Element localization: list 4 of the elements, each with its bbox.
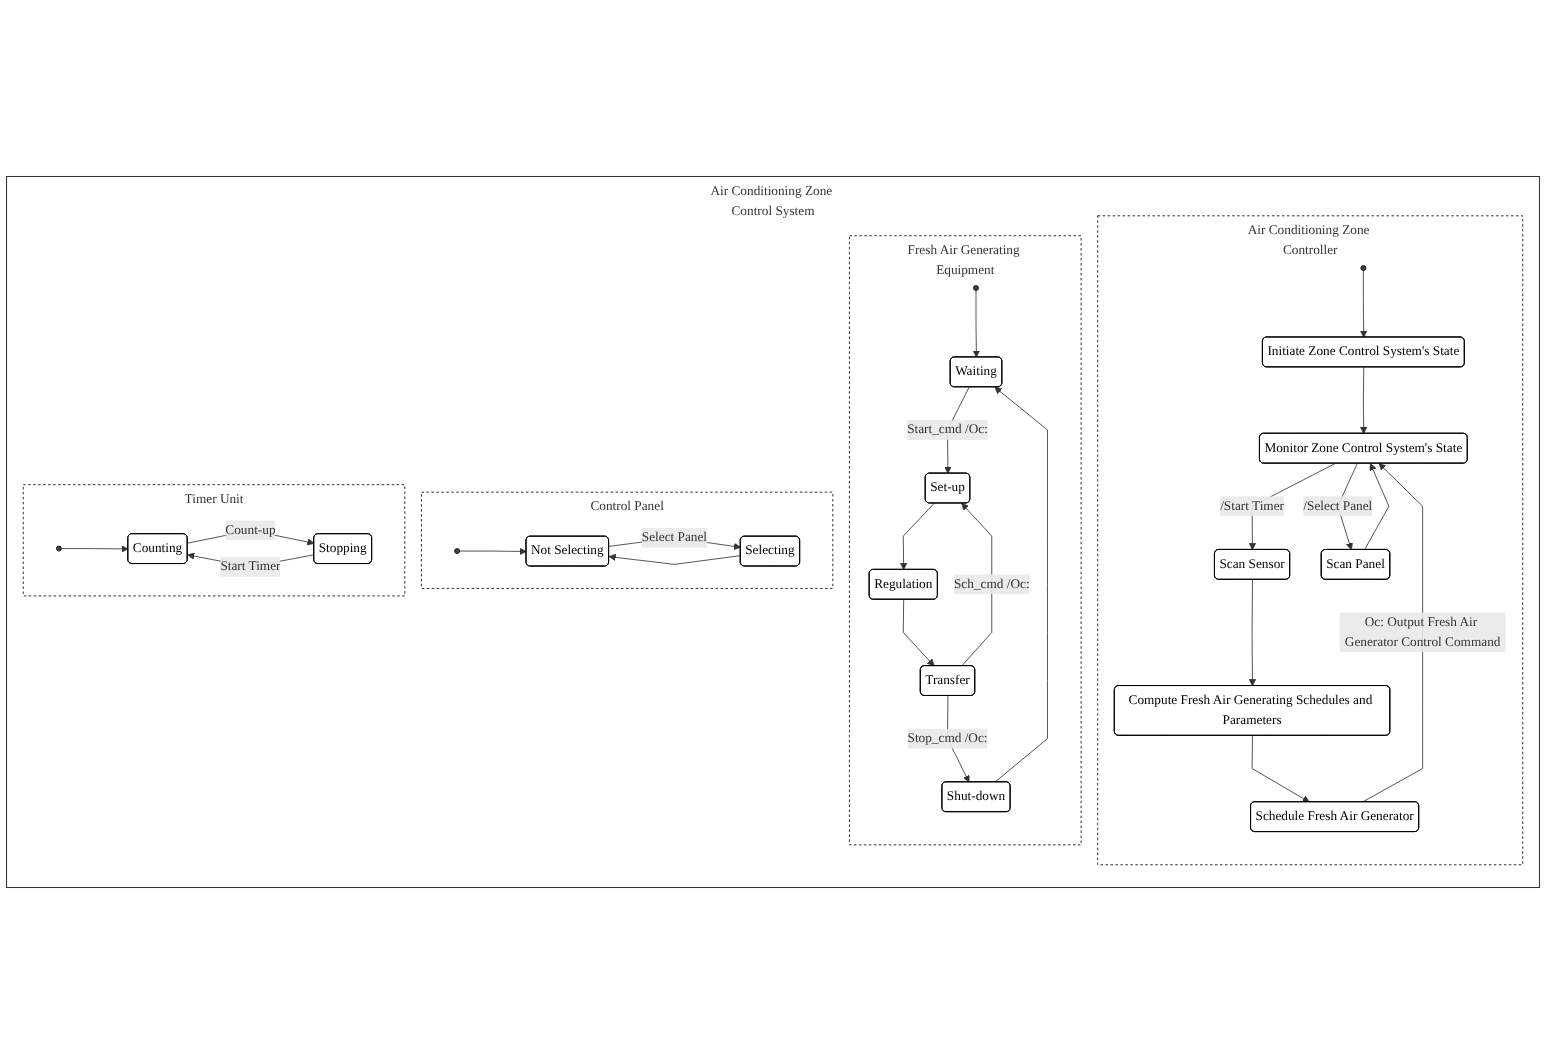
node-circle: [973, 285, 979, 291]
node-circle: [56, 545, 62, 552]
node-circle: [454, 548, 460, 554]
node-circle: [1360, 265, 1367, 271]
